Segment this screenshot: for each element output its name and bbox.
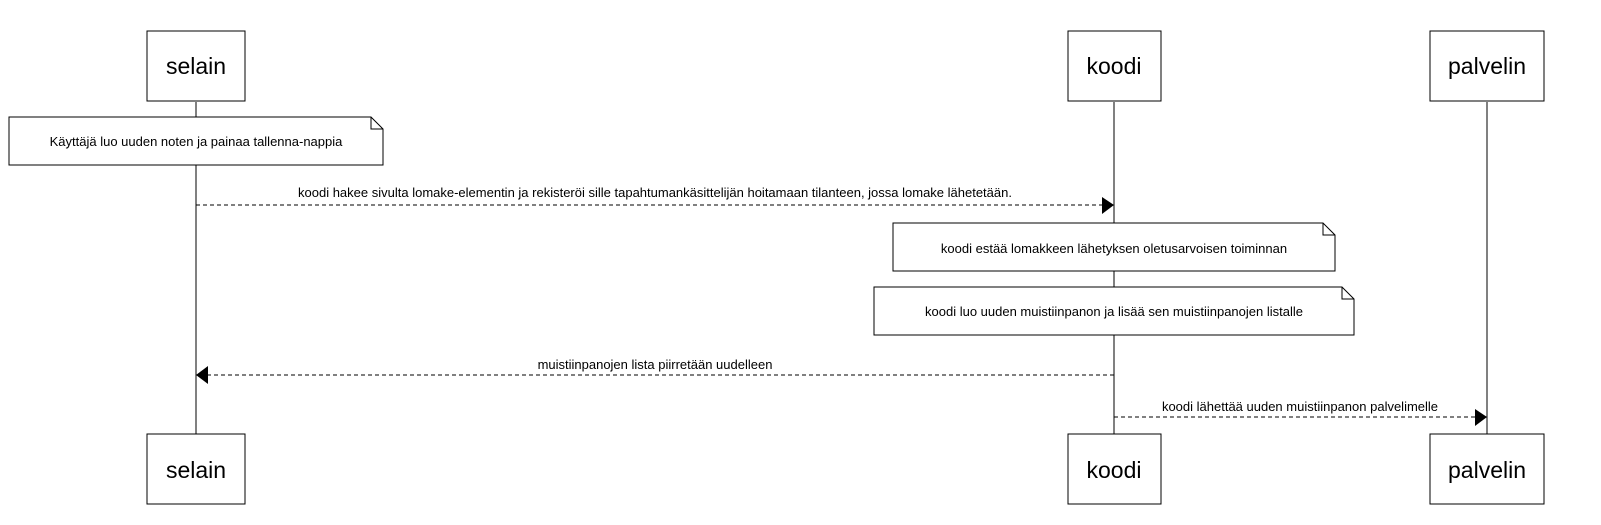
note-user-action: Käyttäjä luo uuden noten ja painaa talle… xyxy=(8,116,384,166)
participant-label: selain xyxy=(166,53,226,79)
participant-bottom-koodi: koodi xyxy=(1067,433,1162,505)
message-register-handler: koodi hakee sivulta lomake-elementin ja … xyxy=(196,185,1114,214)
note-text: koodi luo uuden muistiinpanon ja lisää s… xyxy=(925,304,1303,319)
participant-top-selain: selain xyxy=(146,30,246,102)
note-add-note-to-list: koodi luo uuden muistiinpanon ja lisää s… xyxy=(873,286,1355,336)
participant-label: koodi xyxy=(1087,457,1142,483)
participant-label: selain xyxy=(166,457,226,483)
note-text: koodi estää lomakkeen lähetyksen oletusa… xyxy=(941,241,1287,256)
message-label: koodi lähettää uuden muistiinpanon palve… xyxy=(1162,399,1438,414)
participant-label: palvelin xyxy=(1448,457,1526,483)
message-label: muistiinpanojen lista piirretään uudelle… xyxy=(538,357,773,372)
participant-bottom-palvelin: palvelin xyxy=(1429,433,1545,505)
participant-label: koodi xyxy=(1087,53,1142,79)
message-rerender-list: muistiinpanojen lista piirretään uudelle… xyxy=(196,357,1114,384)
message-send-to-server: koodi lähettää uuden muistiinpanon palve… xyxy=(1114,399,1487,426)
message-label: koodi hakee sivulta lomake-elementin ja … xyxy=(298,185,1012,200)
participant-top-koodi: koodi xyxy=(1067,30,1162,102)
participant-bottom-selain: selain xyxy=(146,433,246,505)
note-prevent-default: koodi estää lomakkeen lähetyksen oletusa… xyxy=(892,222,1336,272)
note-text: Käyttäjä luo uuden noten ja painaa talle… xyxy=(50,134,344,149)
participant-label: palvelin xyxy=(1448,53,1526,79)
participant-top-palvelin: palvelin xyxy=(1429,30,1545,102)
